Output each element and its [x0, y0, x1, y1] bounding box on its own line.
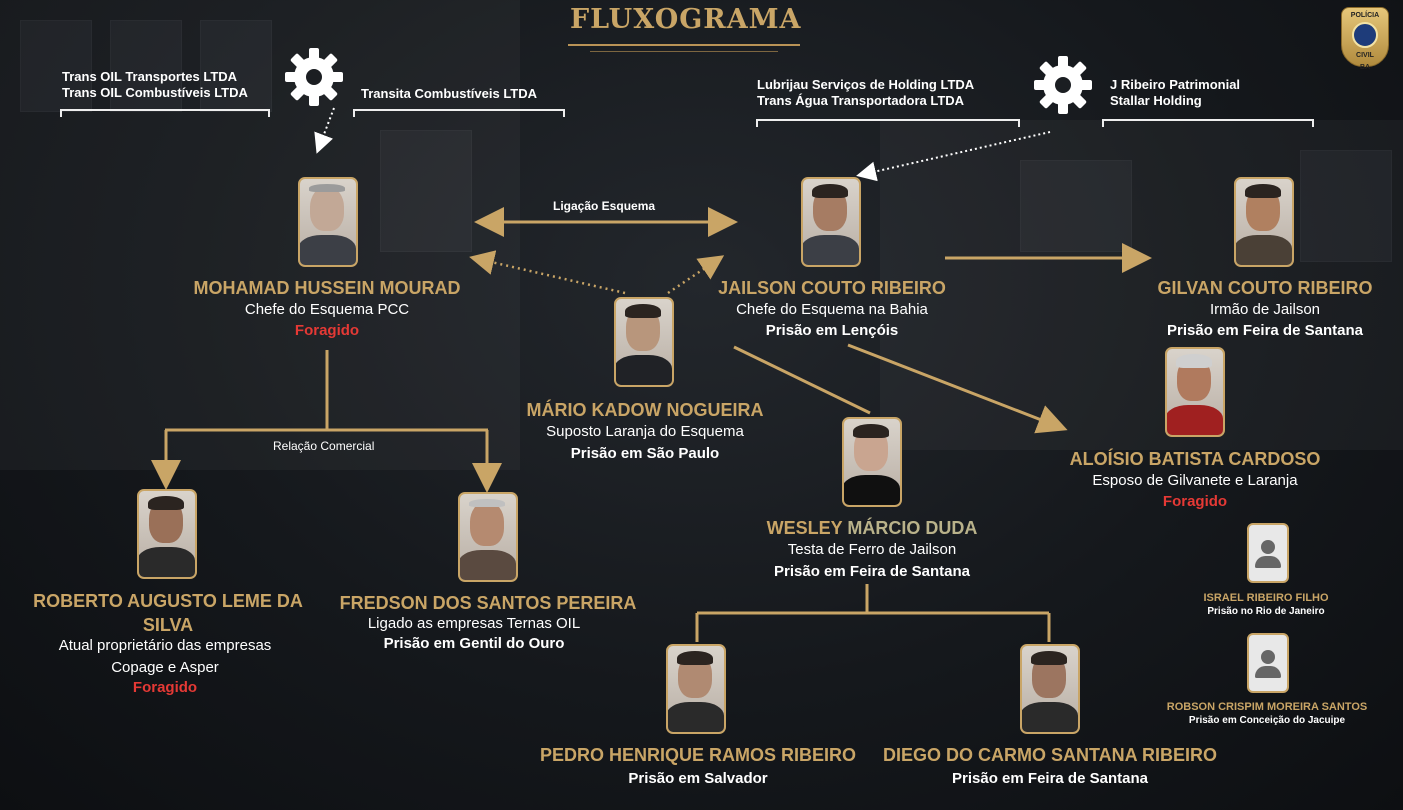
- gear-icon: [285, 48, 343, 106]
- company-label: Lubrijau Serviços de Holding LTDA: [757, 77, 975, 92]
- gilvan-name: GILVAN COUTO RIBEIRO: [1157, 278, 1373, 298]
- israel-status: Prisão no Rio de Janeiro: [1207, 606, 1325, 617]
- company-label: Trans OIL Combustíveis LTDA: [62, 85, 248, 100]
- diego-name: DIEGO DO CARMO SANTANA RIBEIRO: [882, 745, 1217, 765]
- company-bracket: [60, 109, 270, 117]
- gilvan-photo: [1234, 177, 1294, 267]
- jailson-to-wesley-line: [733, 345, 871, 415]
- wesley-name-rest: MÁRCIO DUDA: [847, 518, 978, 538]
- company-bracket: [353, 109, 565, 117]
- ligacao-esquema-label: Ligação Esquema: [553, 199, 656, 213]
- title-underline-secondary: [590, 51, 778, 52]
- company-label: Trans Água Transportadora LTDA: [757, 93, 965, 108]
- wesley-status: Prisão em Feira de Santana: [774, 563, 970, 580]
- background-window: [20, 20, 92, 112]
- gear-right-arrow: [856, 131, 1051, 182]
- israel-name: ISRAEL RIBEIRO FILHO: [1203, 592, 1329, 604]
- jailson-status: Prisão em Lençóis: [765, 322, 899, 339]
- diego-status: Prisão em Feira de Santana: [952, 770, 1148, 787]
- jailson-role: Chefe do Esquema na Bahia: [736, 301, 928, 318]
- roberto-name-line1: ROBERTO AUGUSTO LEME DA: [33, 591, 303, 611]
- aloisio-status: Foragido: [1162, 493, 1228, 510]
- company-label: Trans OIL Transportes LTDA: [62, 69, 238, 84]
- fredson-photo: [458, 492, 518, 582]
- police-badge-icon: POLÍCIA CIVIL BA: [1341, 7, 1389, 71]
- page-title: FLUXOGRAMA: [570, 4, 802, 35]
- gilvan-role: Irmão de Jailson: [1209, 301, 1321, 318]
- aloisio-role: Esposo de Gilvanete e Laranja: [1092, 472, 1298, 489]
- gear-icon: [1034, 56, 1092, 114]
- wesley-name: WESLEY MÁRCIO DUDA: [722, 518, 1022, 539]
- company-label: J Ribeiro Patrimonial: [1110, 77, 1241, 92]
- gilvan-status: Prisão em Feira de Santana: [1167, 322, 1363, 339]
- pedro-status: Prisão em Salvador: [628, 770, 768, 787]
- roberto-role-line1: Atual proprietário das empresas: [58, 637, 272, 654]
- roberto-name-line2: SILVA: [142, 615, 194, 635]
- wesley-role: Testa de Ferro de Jailson: [787, 541, 957, 558]
- mohamad-role: Chefe do Esquema PCC: [244, 301, 410, 318]
- roberto-status: Foragido: [132, 679, 198, 696]
- mario-photo: [614, 297, 674, 387]
- background-window: [1300, 150, 1392, 262]
- mario-status: Prisão em São Paulo: [570, 445, 720, 462]
- gear-left-arrow: [314, 107, 335, 154]
- badge-text-middle: CIVIL: [1356, 52, 1374, 59]
- mohamad-status: Foragido: [294, 322, 360, 339]
- pedro-photo: [666, 644, 726, 734]
- mario-role: Suposto Laranja do Esquema: [546, 423, 744, 440]
- aloisio-photo: [1165, 347, 1225, 437]
- mario-name: MÁRIO KADOW NOGUEIRA: [526, 400, 764, 420]
- fredson-name: FREDSON DOS SANTOS PEREIRA: [339, 593, 637, 613]
- fredson-status: Prisão em Gentil do Ouro: [383, 635, 565, 652]
- company-label: Transita Combustíveis LTDA: [361, 86, 538, 101]
- jailson-photo: [801, 177, 861, 267]
- roberto-photo: [137, 489, 197, 579]
- relacao-comercial-label: Relação Comercial: [273, 439, 375, 453]
- aloisio-name: ALOÍSIO BATISTA CARDOSO: [1069, 449, 1321, 469]
- badge-text-bottom: BA: [1359, 64, 1371, 71]
- fredson-role: Ligado as empresas Ternas OIL: [367, 615, 581, 632]
- background-window: [380, 130, 472, 252]
- badge-text-top: POLÍCIA: [1350, 12, 1380, 19]
- mario-to-jailson-arrow: [667, 255, 725, 295]
- wesley-name-first: WESLEY: [766, 518, 848, 538]
- company-bracket: [1102, 119, 1314, 127]
- mohamad-photo: [298, 177, 358, 267]
- mario-to-mohamad-arrow: [469, 250, 626, 295]
- robson-status: Prisão em Conceição do Jacuipe: [1188, 715, 1346, 726]
- jailson-to-aloisio-arrow: [847, 343, 1068, 434]
- pedro-name: PEDRO HENRIQUE RAMOS RIBEIRO: [539, 745, 857, 765]
- mohamad-name: MOHAMAD HUSSEIN MOURAD: [193, 278, 461, 298]
- badge-emblem: [1352, 22, 1378, 48]
- title-underline: [568, 44, 800, 46]
- company-bracket: [756, 119, 1020, 127]
- jailson-name: JAILSON COUTO RIBEIRO: [718, 278, 946, 298]
- robson-name: ROBSON CRISPIM MOREIRA SANTOS: [1166, 701, 1368, 713]
- roberto-role-line2: Copage e Asper: [111, 659, 219, 676]
- wesley-photo: [842, 417, 902, 507]
- user-silhouette-icon: [1247, 633, 1289, 693]
- user-silhouette-icon: [1247, 523, 1289, 583]
- background-window: [200, 20, 272, 112]
- company-label: Stallar Holding: [1110, 93, 1202, 108]
- background-window: [1020, 160, 1132, 252]
- background-window: [110, 20, 182, 112]
- diego-photo: [1020, 644, 1080, 734]
